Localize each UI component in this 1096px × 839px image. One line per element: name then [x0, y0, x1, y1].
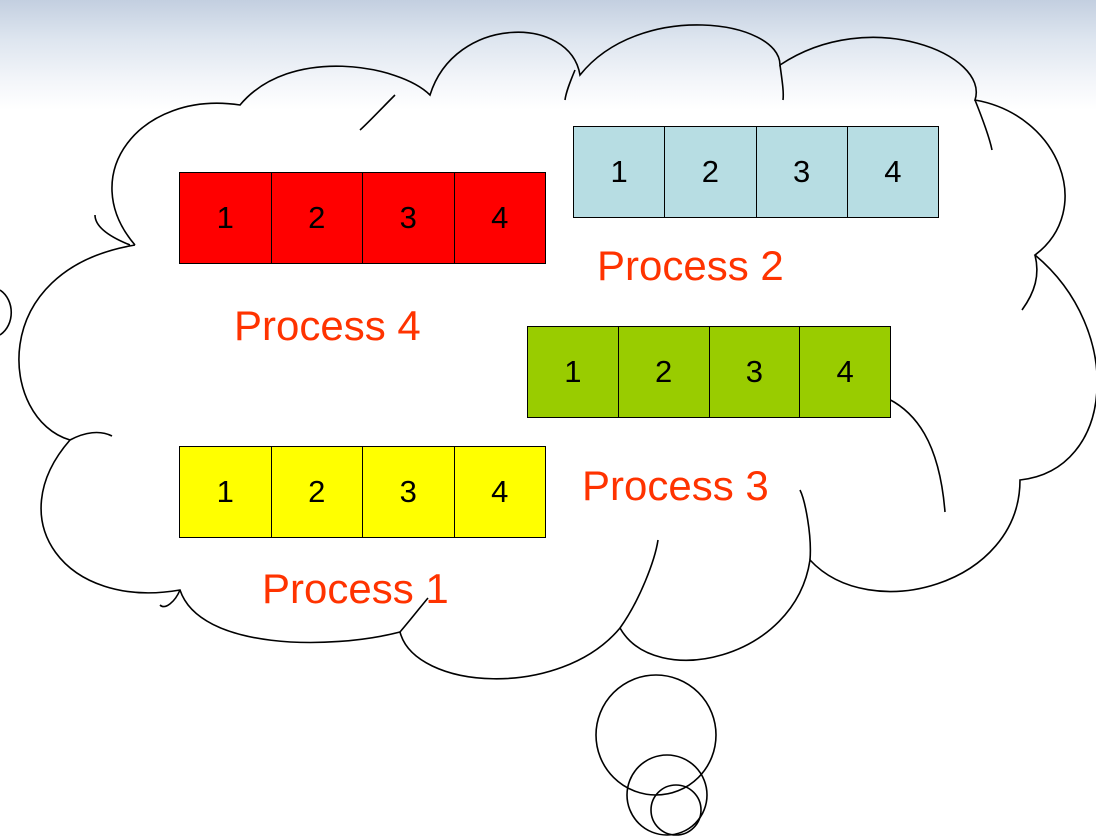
process-2-label: Process 2 [597, 242, 784, 289]
process-1-cell: 2 [270, 447, 363, 537]
process-1-cell: 1 [216, 474, 234, 509]
process-3-cell: 2 [617, 327, 709, 417]
cloud-inner-fold-10 [399, 597, 429, 633]
process-4-cell: 1 [216, 200, 234, 235]
process-2-cell: 1 [610, 154, 628, 189]
cloud-inner-fold-5 [974, 99, 993, 151]
cloud-inner-fold-2 [359, 94, 396, 131]
process-4-array: 1 2 3 4 [179, 172, 546, 264]
process-4-cell: 2 [270, 173, 363, 263]
process-3-cell: 1 [564, 354, 582, 389]
process-4-cell: 4 [453, 173, 546, 263]
process-1-label: Process 1 [262, 565, 449, 612]
cloud-inner-fold-8 [799, 489, 812, 561]
process-2-cell: 4 [846, 127, 938, 217]
header-background-band [0, 0, 1096, 110]
thought-bubble-small [650, 784, 702, 836]
process-1-cell: 3 [362, 447, 454, 537]
cloud-inner-fold-3 [564, 69, 576, 101]
process-2-array: 1 2 3 4 [573, 126, 939, 218]
process-4-cell: 3 [362, 173, 454, 263]
cloud-inner-fold-6 [1021, 254, 1038, 311]
cloud-inner-fold-12 [69, 431, 113, 441]
process-1-array: 1 2 3 4 [179, 446, 546, 538]
process-1-cell: 4 [453, 447, 546, 537]
left-edge-arc [0, 289, 13, 336]
process-2-cell: 2 [664, 127, 755, 217]
process-3-label: Process 3 [582, 462, 769, 509]
cloud-inner-fold-11 [159, 589, 181, 608]
cloud-inner-fold-1 [94, 214, 131, 246]
cloud-inner-fold-9 [619, 539, 659, 629]
thought-bubble-large [595, 674, 717, 796]
thought-bubble-medium [626, 754, 708, 836]
process-3-cell: 3 [708, 327, 800, 417]
cloud-inner-fold-4 [779, 64, 785, 101]
process-4-label: Process 4 [234, 302, 421, 349]
process-2-cell: 3 [755, 127, 847, 217]
process-3-array: 1 2 3 4 [527, 326, 891, 418]
process-3-cell: 4 [799, 327, 890, 417]
